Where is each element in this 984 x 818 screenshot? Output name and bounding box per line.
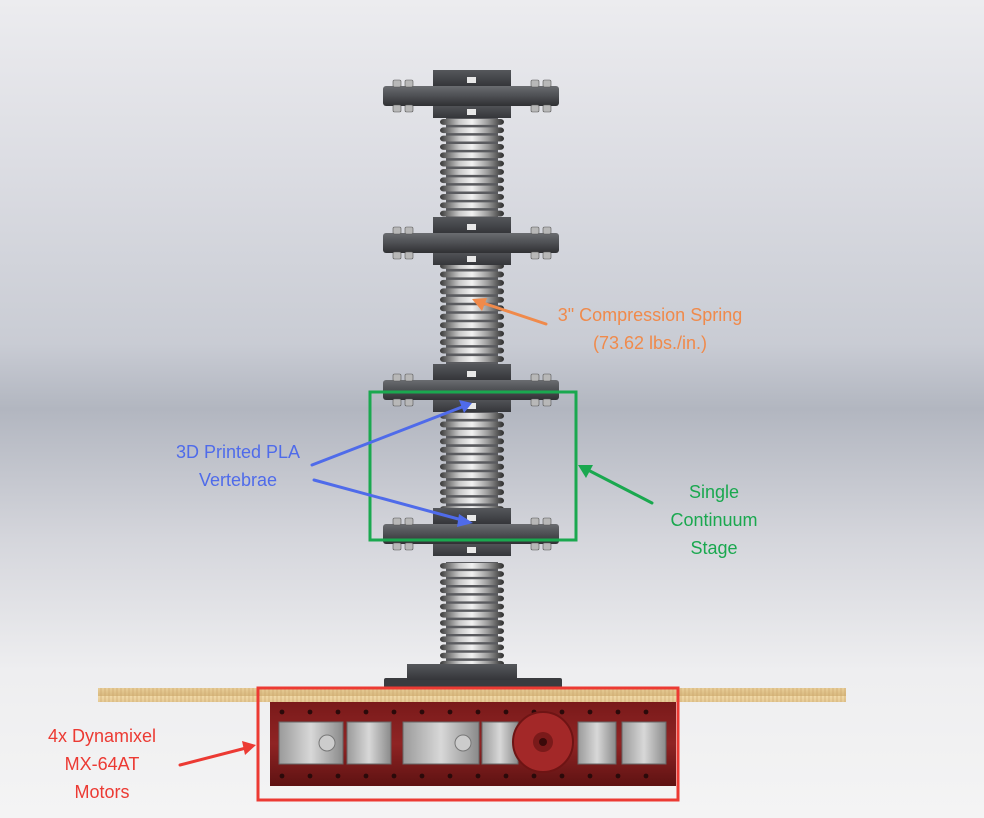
stage-arrow	[578, 465, 654, 505]
stage-label-line1: Single	[688, 482, 740, 502]
motors-label-line2: MX-64AT	[64, 754, 140, 774]
spring-label: 3" Compression Spring (73.62 lbs./in.)	[535, 301, 765, 357]
vertebra-plate-3	[383, 364, 559, 412]
vertebrae-label-line2: Vertebrae	[198, 470, 278, 490]
servo-motor-6	[621, 721, 667, 765]
motors-label-line3: Motors	[74, 782, 130, 802]
servo-motor-2	[346, 721, 392, 765]
motors-label-line1: 4x Dynamixel	[47, 726, 157, 746]
vertebra-plate-2	[383, 217, 559, 265]
motor-horn-icon	[512, 711, 574, 773]
vertebrae-label-line1: 3D Printed PLA	[175, 442, 301, 462]
vertebrae-arrow-upper	[310, 400, 472, 467]
base-hub	[407, 664, 517, 680]
spring-coil-2	[440, 262, 504, 372]
vertebra-plate-4	[383, 508, 559, 556]
vertebrae-arrow-lower	[312, 478, 473, 527]
compression-springs	[440, 118, 504, 668]
spring-arrow	[472, 298, 548, 326]
spring-label-line1: 3" Compression Spring	[557, 305, 743, 325]
motors-label: 4x Dynamixel MX-64AT Motors	[32, 722, 172, 806]
motor-assembly	[270, 702, 676, 786]
spring-label-line2: (73.62 lbs./in.)	[592, 333, 708, 353]
motors-highlight-box	[256, 686, 680, 802]
spring-coil-4	[440, 562, 504, 668]
stage-label-line2: Continuum	[670, 510, 758, 530]
stage-highlight-box	[368, 390, 578, 542]
base-mount-plate	[384, 678, 562, 688]
wooden-base-board	[98, 688, 846, 702]
vertebrae-label: 3D Printed PLA Vertebrae	[158, 438, 318, 494]
stage-label: Single Continuum Stage	[654, 478, 774, 562]
motors-arrow	[178, 741, 256, 767]
servo-motor-1	[278, 721, 344, 765]
spring-coil-3	[440, 412, 504, 522]
spring-coil-1	[440, 118, 504, 218]
servo-motor-3	[402, 721, 480, 765]
servo-motor-5	[577, 721, 617, 765]
vertebra-plate-1	[383, 70, 559, 118]
stage-label-line3: Stage	[690, 538, 738, 558]
